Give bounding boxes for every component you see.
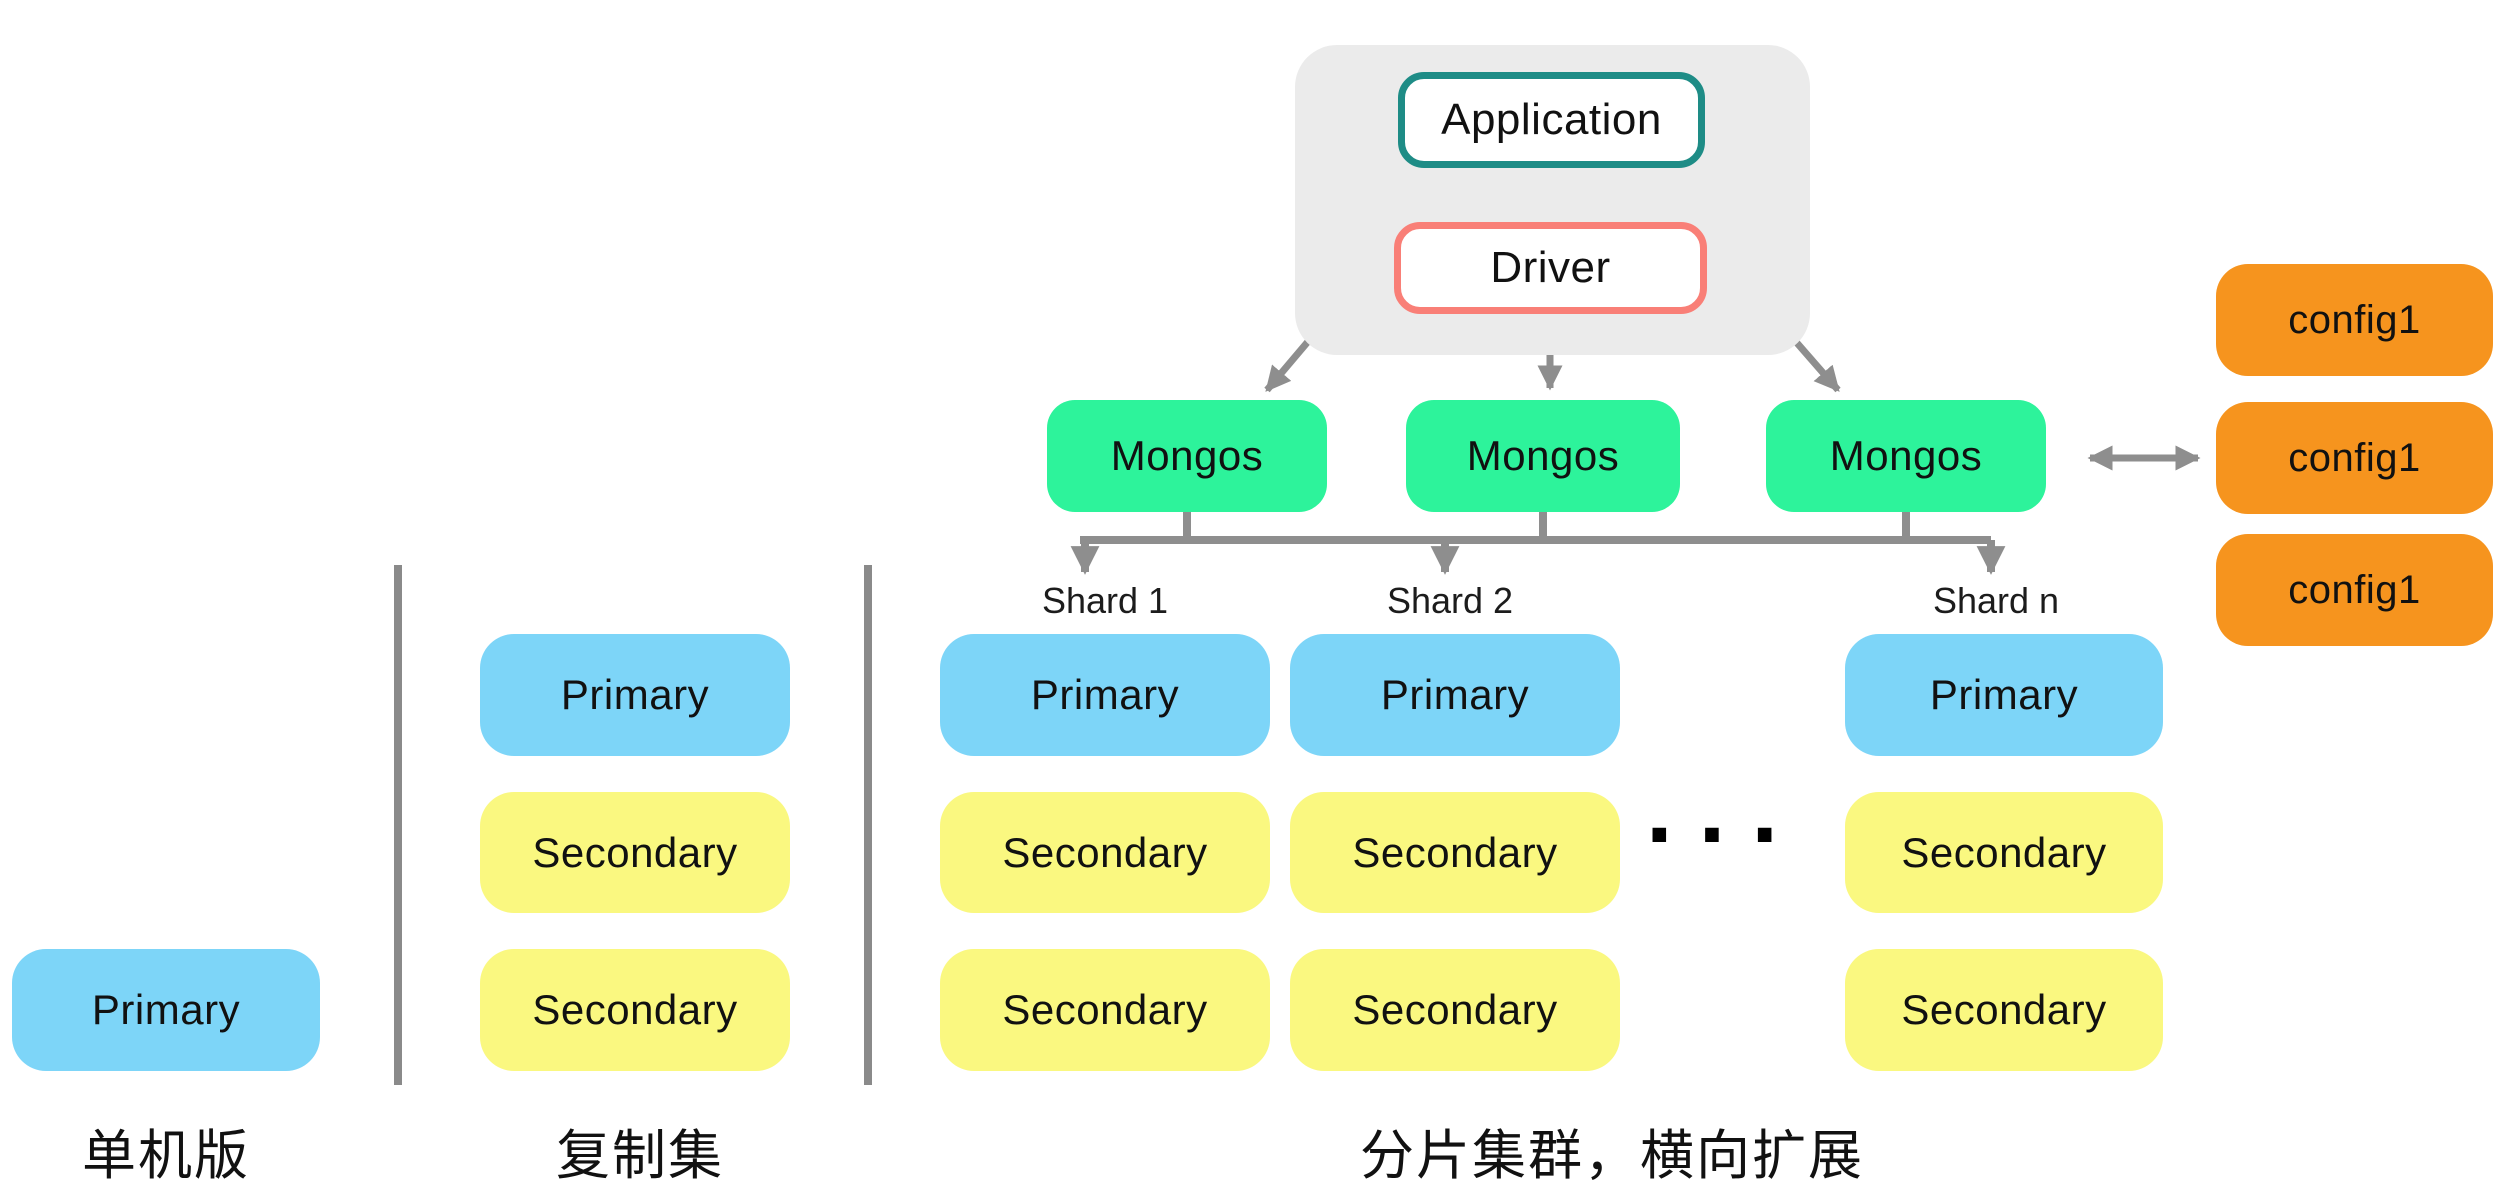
config-node-3: config1 [2216,534,2493,646]
mongos-node-1: Mongos [1047,400,1327,512]
node-label: Primary [560,671,710,718]
config-node-1: config1 [2216,264,2493,376]
config-label: config1 [2288,435,2421,480]
node-label: Secondary [1352,828,1558,876]
node-label: Secondary [1901,986,2107,1033]
shard1-title: Shard 1 [1041,580,1169,621]
shard1-primary-node: Primary [940,634,1270,756]
shard2-title: Shard 2 [1386,580,1514,621]
node-label: Secondary [1002,828,1208,876]
shard2-secondary-node-1: Secondary [1290,792,1620,913]
shardn-primary-node: Primary [1845,634,2163,756]
standalone-primary-node: Primary [12,949,320,1071]
shard2-secondary-node-2: Secondary [1290,949,1620,1071]
mongos-node-2: Mongos [1406,400,1680,512]
shard1-secondary-node-1: Secondary [940,792,1270,913]
mongos-label: Mongos [1829,432,1983,479]
mongos-shard-bus [1080,512,1991,544]
caption-sharded-cluster: 分片集群，横向扩展 [1360,1125,1864,1186]
config-node-2: config1 [2216,402,2493,514]
shardn-secondary-node-2: Secondary [1845,949,2163,1071]
node-label: Secondary [532,828,738,876]
replica-primary-node: Primary [480,634,790,756]
node-label: Secondary [1352,986,1558,1033]
replica-secondary-node-2: Secondary [480,949,790,1071]
replica-secondary-node-1: Secondary [480,792,790,913]
driver-node: Driver [1394,222,1707,314]
shard1-secondary-node-2: Secondary [940,949,1270,1071]
shardn-title: Shard n [1932,580,2060,621]
config-label: config1 [2288,297,2421,342]
application-node: Application [1398,72,1705,168]
driver-label: Driver [1490,243,1611,292]
shard2-primary-node: Primary [1290,634,1620,756]
mongos-node-3: Mongos [1766,400,2046,512]
node-label: Primary [91,986,241,1033]
shardn-secondary-node-1: Secondary [1845,792,2163,913]
node-label: Primary [1380,671,1530,718]
node-label: Secondary [1002,986,1208,1033]
node-label: Primary [1030,671,1180,718]
node-label: Primary [1929,671,2079,718]
config-label: config1 [2288,567,2421,612]
ellipsis-dots: ... [1645,756,1804,863]
application-label: Application [1441,95,1662,144]
mongos-label: Mongos [1466,432,1620,479]
caption-replica-set: 复制集 [556,1125,724,1186]
caption-standalone: 单机版 [82,1125,250,1186]
node-label: Secondary [1901,828,2107,876]
node-label: Secondary [532,986,738,1033]
mongos-label: Mongos [1110,432,1264,479]
